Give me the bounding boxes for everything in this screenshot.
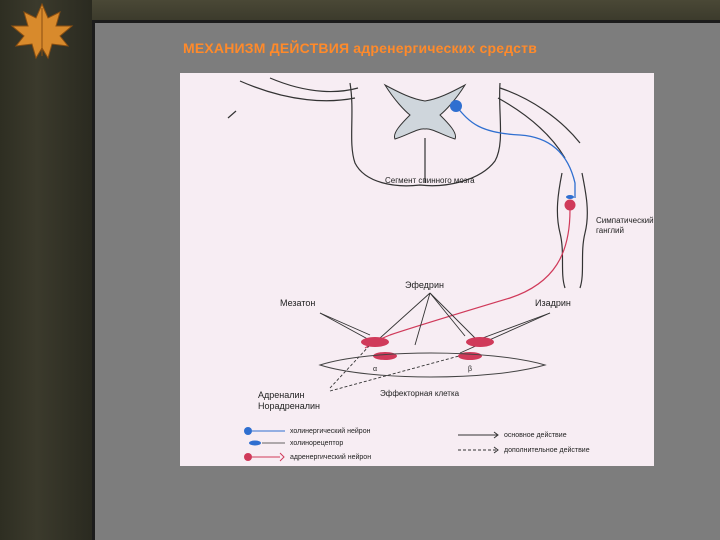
alpha-receptor — [373, 352, 397, 360]
legend-additional-action-label: дополнительное действие — [504, 446, 590, 454]
effector-cell-label: Эффекторная клетка — [380, 389, 460, 398]
drug-label-ephedrine: Эфедрин — [405, 280, 444, 290]
legend-cholinergic-icon — [244, 427, 252, 435]
receptor-alpha-label: α — [373, 366, 377, 373]
drug-label-mezaton: Мезатон — [280, 298, 315, 308]
adrenergic-neuron-body — [564, 199, 576, 211]
spinal-cord-segment — [227, 77, 581, 187]
legend-cholinergic-label: холинергический нейрон — [290, 427, 371, 435]
legend-main-action-label: основное действие — [504, 431, 567, 439]
left-decor-strip — [0, 0, 92, 540]
grey-matter — [383, 83, 467, 140]
postganglionic-fiber — [364, 209, 571, 349]
effector-cell — [318, 352, 547, 378]
action-arrows — [319, 292, 551, 392]
mechanism-diagram: Симпатический ганглий Сегмент спинного м… — [227, 77, 654, 462]
catecholamine-label-1: Адреналин — [258, 390, 305, 400]
legend-cholinoreceptor-label: холинорецептор — [290, 440, 343, 447]
ganglion-cholinoreceptor — [566, 195, 574, 199]
ganglion-label-2: ганглий — [596, 226, 624, 235]
preganglionic-fiber — [455, 105, 576, 198]
diagram-panel: Симпатический ганглий Сегмент спинного м… — [180, 73, 654, 466]
legend-adrenergic-icon — [244, 453, 252, 461]
legend-adrenergic-label: адренергический нейрон — [290, 453, 371, 461]
receptor-beta-label: β — [468, 366, 472, 373]
alpha-receptor-terminal — [361, 337, 389, 347]
sympathetic-ganglion — [556, 172, 588, 289]
top-decor-strip — [0, 0, 720, 20]
drug-label-izadrin: Изадрин — [535, 298, 571, 308]
catecholamine-label-2: Норадреналин — [258, 401, 320, 411]
slide-title: МЕХАНИЗМ ДЕЙСТВИЯ адренергических средст… — [182, 40, 538, 56]
beta-receptor-terminal — [466, 337, 494, 347]
legend-cholinoreceptor-icon — [249, 440, 261, 446]
ganglion-label-1: Симпатический — [596, 216, 654, 225]
autumn-leaf-icon — [10, 2, 74, 60]
legend: холинергический нейрон холинорецептор ад… — [244, 427, 590, 462]
spinal-cord-label: Сегмент спинного мозга — [385, 176, 475, 185]
